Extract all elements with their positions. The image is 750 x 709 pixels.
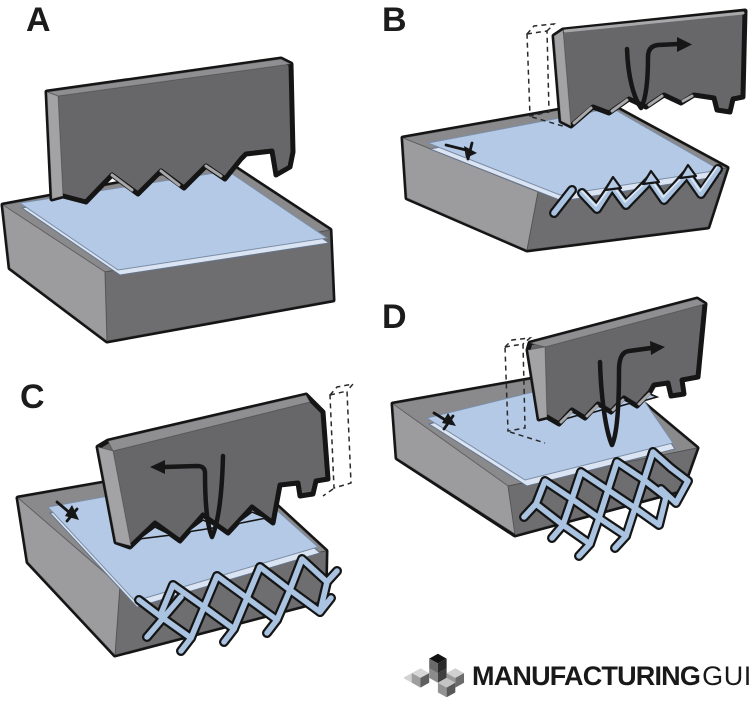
- expanded-mesh-strand: [549, 163, 723, 218]
- panel-c-illustration: C: [15, 378, 355, 658]
- cubes-logo-icon: [404, 653, 465, 698]
- logo-wordmark: MANUFACTURINGGUIDE: [472, 646, 750, 706]
- panel-label-a: A: [26, 1, 51, 39]
- panel-label-d: D: [382, 298, 407, 336]
- feed-direction-arrow: [444, 141, 477, 161]
- panel-b-illustration: B: [382, 1, 748, 253]
- panel-label-c: C: [20, 378, 45, 416]
- raised-tool-outline: [504, 336, 546, 444]
- serrated-die-tool: [95, 392, 331, 550]
- raised-tool-outline: [526, 23, 567, 128]
- manufacturing-guide-logo: MANUFACTURINGGUIDE: [404, 646, 750, 706]
- panel-a-illustration: A: [0, 1, 336, 344]
- workpiece-sheet: [18, 170, 331, 276]
- feed-direction-arrow: [55, 500, 79, 523]
- expanded-mesh: [519, 447, 693, 561]
- feed-direction-arrow: [432, 411, 456, 431]
- tool-motion-arrow: [624, 37, 692, 111]
- tool-motion-arrow: [150, 453, 226, 540]
- panel-label-b: B: [382, 1, 407, 39]
- expanded-mesh: [134, 554, 342, 656]
- logo-word-manufacturing: MANUFACTURING: [472, 661, 701, 691]
- raised-tool-outline: [322, 382, 355, 497]
- tool-motion-arrow: [597, 341, 665, 448]
- panel-d-illustration: D: [382, 296, 708, 561]
- serrated-die-tool: [44, 56, 296, 205]
- serrated-die-tool: [525, 296, 708, 427]
- logo-word-guide: GUIDE: [702, 661, 750, 691]
